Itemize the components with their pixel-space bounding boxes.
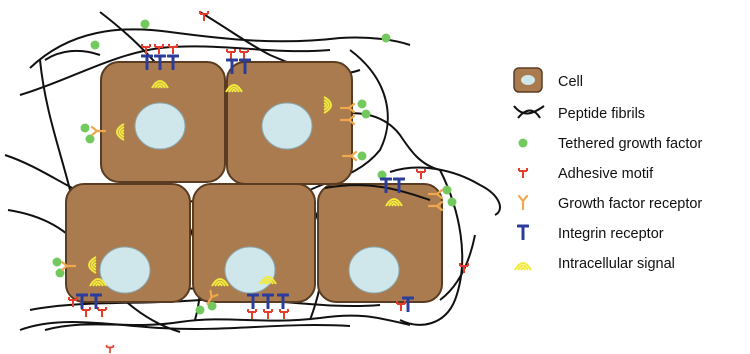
- legend-label-fibrils: Peptide fibrils: [558, 106, 645, 122]
- legend-item-gf-receptor: Growth factor receptor: [517, 194, 702, 212]
- signal-icon: [514, 262, 532, 271]
- legend-label-integrin: Integrin receptor: [558, 226, 664, 242]
- legend-item-growth-factor: Tethered growth factor: [518, 136, 702, 152]
- legend-item-fibrils: Peptide fibrils: [513, 105, 645, 122]
- legend-item-signal: Intracellular signal: [514, 256, 675, 272]
- nucleus-swatch-icon: [521, 75, 535, 85]
- fibril-icon: [513, 105, 545, 119]
- legend-item-cell: Cell: [513, 67, 583, 93]
- gf-receptor-icon: [517, 194, 529, 210]
- legend-label-gf-receptor: Growth factor receptor: [558, 196, 702, 212]
- legend: Cell Peptide fibrils Tethered growth fac…: [513, 67, 702, 272]
- legend-label-adhesive: Adhesive motif: [558, 166, 654, 182]
- integrin-icon: [517, 224, 529, 240]
- legend-label-cell: Cell: [558, 74, 583, 90]
- legend-label-signal: Intracellular signal: [558, 256, 675, 272]
- adhesive-motif-icon: [518, 167, 528, 179]
- growth-factor-icon: [518, 138, 528, 148]
- tethered-growth-factors: [52, 19, 457, 315]
- nuclei: [99, 102, 400, 294]
- cell-bottom-left: [65, 183, 191, 303]
- legend-item-integrin: Integrin receptor: [517, 224, 664, 242]
- legend-label-growth-factor: Tethered growth factor: [558, 136, 702, 152]
- legend-item-adhesive: Adhesive motif: [518, 166, 654, 182]
